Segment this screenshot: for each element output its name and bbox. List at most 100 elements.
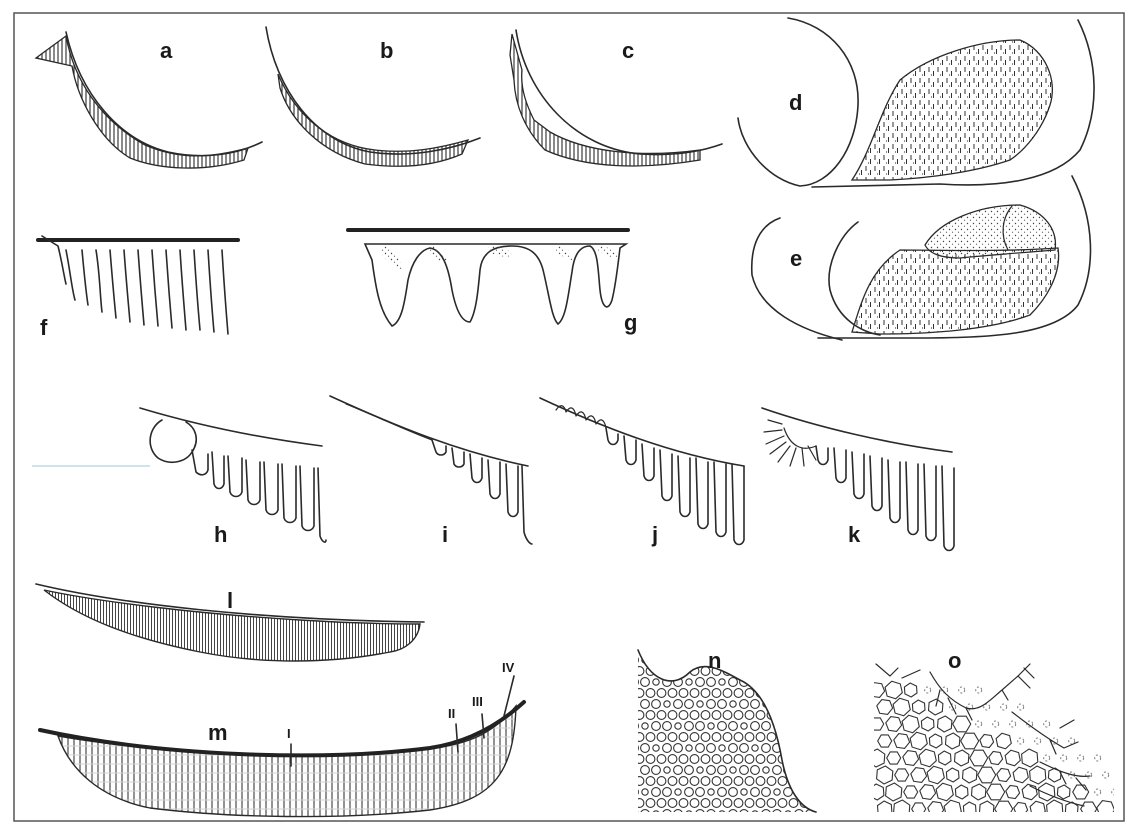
cell bbox=[653, 679, 659, 685]
cell bbox=[745, 799, 754, 808]
cell bbox=[929, 699, 943, 715]
panel-b-label: b bbox=[380, 38, 393, 63]
cell bbox=[887, 752, 901, 764]
cell bbox=[668, 711, 677, 720]
cell bbox=[718, 788, 727, 797]
cell bbox=[631, 767, 637, 773]
cell bbox=[723, 799, 732, 808]
cell bbox=[1081, 802, 1097, 816]
cell bbox=[675, 657, 681, 663]
cell bbox=[1013, 767, 1028, 783]
cell bbox=[785, 679, 791, 685]
cell bbox=[719, 745, 725, 751]
cell bbox=[745, 755, 754, 764]
cell bbox=[675, 789, 681, 795]
cell bbox=[630, 744, 639, 753]
cell bbox=[1030, 766, 1046, 784]
cell bbox=[657, 799, 666, 808]
panel-a: a bbox=[36, 32, 262, 168]
cell bbox=[679, 689, 688, 698]
zone-label-II: II bbox=[448, 706, 455, 721]
panel-m-cap-section bbox=[58, 706, 516, 817]
panel-h-top-edge bbox=[140, 408, 322, 446]
cell bbox=[795, 744, 804, 753]
cell bbox=[679, 777, 688, 786]
cell bbox=[657, 667, 666, 676]
cell bbox=[762, 744, 771, 753]
cell bbox=[718, 700, 727, 709]
cell bbox=[762, 810, 771, 819]
cell bbox=[946, 733, 960, 749]
cell bbox=[664, 701, 670, 707]
cell bbox=[795, 788, 804, 797]
cell bbox=[668, 755, 677, 764]
cell bbox=[972, 784, 986, 800]
panel-e-label: e bbox=[790, 246, 802, 271]
cell bbox=[800, 777, 809, 786]
panel-g: g bbox=[348, 230, 637, 335]
cell bbox=[674, 700, 683, 709]
cell bbox=[701, 777, 710, 786]
panel-c-label: c bbox=[622, 38, 634, 63]
panel-g-gill-profile bbox=[365, 244, 626, 326]
panel-e-lesion bbox=[852, 248, 1059, 334]
cell bbox=[729, 678, 738, 687]
cell bbox=[762, 722, 771, 731]
cell bbox=[745, 777, 754, 786]
cell bbox=[734, 667, 743, 676]
cell bbox=[811, 689, 820, 698]
cell bbox=[712, 755, 721, 764]
cell bbox=[630, 788, 639, 797]
cell bbox=[719, 811, 725, 817]
cell bbox=[800, 755, 809, 764]
cell bbox=[756, 755, 765, 764]
cell bbox=[712, 689, 721, 698]
cell bbox=[701, 755, 710, 764]
panel-m: I II III IV m bbox=[40, 660, 524, 817]
cell bbox=[1018, 704, 1024, 710]
cell bbox=[894, 800, 910, 818]
cell bbox=[657, 733, 666, 742]
cell bbox=[959, 687, 965, 693]
cell bbox=[657, 755, 666, 764]
cell bbox=[976, 687, 982, 693]
cell bbox=[763, 767, 769, 773]
cell bbox=[796, 767, 802, 773]
cell bbox=[1086, 772, 1092, 778]
cell bbox=[635, 667, 644, 676]
cell bbox=[756, 777, 765, 786]
cell bbox=[690, 777, 699, 786]
panel-n-label: n bbox=[708, 648, 721, 673]
panel-h-swelling bbox=[150, 420, 196, 462]
cell bbox=[1006, 786, 1020, 799]
cell bbox=[1010, 721, 1016, 727]
cell bbox=[778, 689, 787, 698]
panel-d-label: d bbox=[789, 90, 802, 115]
cell bbox=[729, 810, 738, 819]
panel-a-infected-region bbox=[36, 36, 248, 168]
cell bbox=[641, 766, 650, 775]
cell bbox=[752, 811, 758, 817]
panel-g-label: g bbox=[624, 310, 637, 335]
cell bbox=[635, 689, 644, 698]
zone-label-III: III bbox=[472, 694, 483, 709]
cell bbox=[1069, 738, 1075, 744]
cell bbox=[870, 718, 884, 730]
cell bbox=[811, 733, 820, 742]
cell bbox=[870, 784, 884, 800]
cell bbox=[774, 657, 780, 663]
cell bbox=[657, 689, 666, 698]
cell bbox=[767, 755, 776, 764]
cell bbox=[920, 785, 936, 800]
cell bbox=[690, 733, 699, 742]
cell bbox=[1103, 772, 1109, 778]
cell bbox=[740, 700, 749, 709]
panel-l: l bbox=[36, 584, 424, 661]
cell bbox=[927, 766, 944, 784]
cell bbox=[785, 745, 791, 751]
cell bbox=[729, 722, 738, 731]
cell bbox=[745, 667, 754, 676]
panel-i-top-edge bbox=[330, 396, 528, 466]
cell bbox=[740, 744, 749, 753]
cell bbox=[723, 777, 732, 786]
